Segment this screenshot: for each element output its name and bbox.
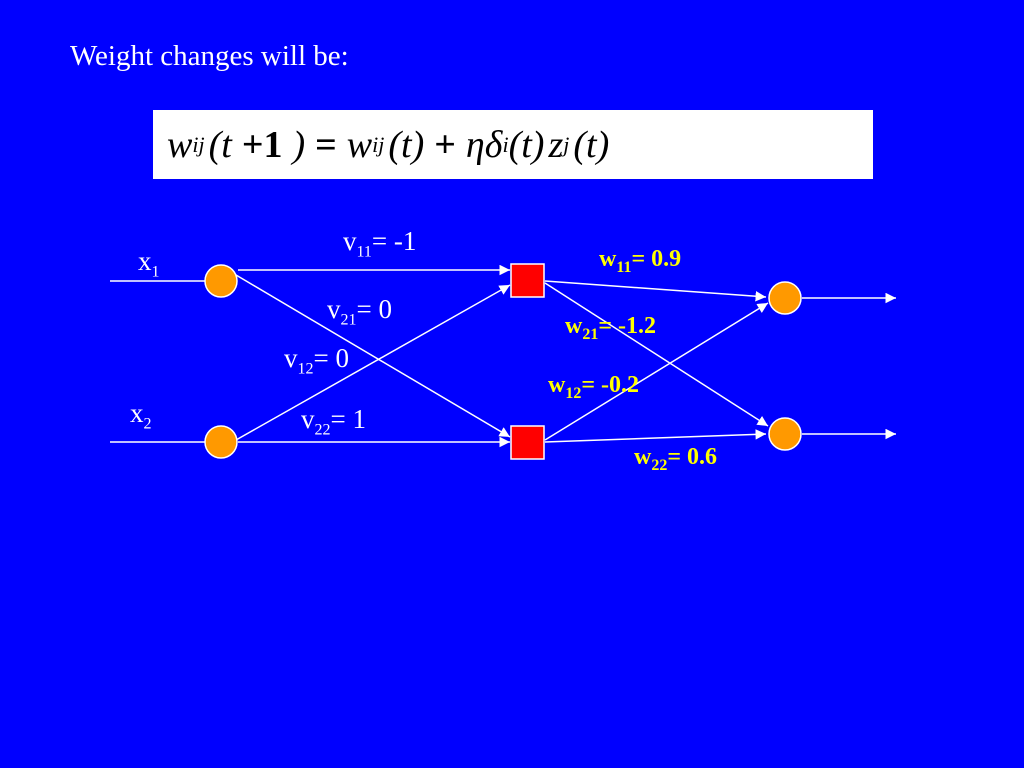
input-label-x1: x1	[138, 248, 160, 280]
formula-rhs2-arg: (t)	[508, 123, 545, 166]
w11-label: w11= 0.9	[599, 247, 681, 276]
heading: Weight changes will be:	[70, 40, 349, 72]
formula-rhs1-arg: (t)	[388, 123, 425, 166]
v21-label: v21= 0	[327, 296, 392, 328]
v12-name: v	[284, 343, 298, 373]
formula-rhs1-sub: ij	[372, 131, 385, 157]
w11-name: w	[599, 246, 617, 272]
input-label-x2-name: x	[130, 398, 144, 428]
w22-sub: 22	[651, 456, 668, 474]
w12-label: w12= -0.2	[548, 373, 639, 402]
v21-value: = 0	[356, 294, 392, 324]
input-label-x1-sub: 1	[151, 263, 160, 281]
formula-delta: δ	[484, 123, 503, 166]
output-node-1	[768, 281, 802, 315]
formula-eta: η	[465, 123, 485, 166]
input-node-2	[204, 425, 238, 459]
w12-sub: 12	[565, 384, 582, 402]
formula-lhs-var: w	[167, 123, 193, 166]
hidden-node-1	[510, 263, 545, 298]
w22-value: = 0.6	[667, 444, 718, 470]
v12-value: = 0	[313, 343, 349, 373]
v12-label: v12= 0	[284, 345, 349, 377]
v22-name: v	[301, 404, 315, 434]
input-label-x2: x2	[130, 400, 152, 432]
v12-sub: 12	[297, 360, 314, 378]
v21-sub: 21	[340, 311, 357, 329]
w12-value: = -0.2	[581, 372, 640, 398]
w11-value: = 0.9	[631, 246, 682, 272]
input-node-1	[204, 264, 238, 298]
formula-z-sub: j	[563, 131, 570, 157]
edge-v12	[235, 284, 511, 441]
edge-w21	[544, 282, 769, 427]
formula-rhs1-var: w	[346, 123, 373, 166]
v11-value: = -1	[371, 226, 417, 256]
edge-v21	[235, 274, 511, 438]
output-node-2	[768, 417, 802, 451]
input-label-x1-name: x	[138, 246, 152, 276]
v22-value: = 1	[330, 404, 366, 434]
hidden-node-2	[510, 425, 545, 460]
formula-plus: +	[434, 123, 456, 166]
formula-plus-one: +1	[241, 123, 283, 166]
w22-name: w	[634, 444, 652, 470]
formula-lhs-close: )	[292, 123, 306, 166]
input-label-x2-sub: 2	[143, 415, 152, 433]
w12-name: w	[548, 372, 566, 398]
formula-lhs-sub: ij	[192, 131, 205, 157]
w22-label: w22= 0.6	[634, 445, 717, 474]
w21-value: = -1.2	[598, 313, 657, 339]
formula-delta-sub: i	[502, 131, 509, 157]
formula-equals: =	[315, 123, 337, 166]
v11-sub: 11	[356, 243, 372, 261]
v22-sub: 22	[314, 421, 331, 439]
formula-z-var: z	[548, 123, 564, 166]
formula-z-arg: (t)	[573, 123, 610, 166]
v22-label: v22= 1	[301, 406, 366, 438]
edge-w12	[544, 302, 769, 441]
formula-lhs-arg: (t	[208, 123, 232, 166]
w21-name: w	[565, 313, 583, 339]
v11-label: v11= -1	[343, 228, 416, 260]
edge-w22	[544, 429, 767, 443]
w11-sub: 11	[616, 258, 632, 276]
v21-name: v	[327, 294, 341, 324]
w21-label: w21= -1.2	[565, 314, 656, 343]
w21-sub: 21	[582, 325, 599, 343]
v11-name: v	[343, 226, 357, 256]
edge-w11	[544, 280, 767, 302]
